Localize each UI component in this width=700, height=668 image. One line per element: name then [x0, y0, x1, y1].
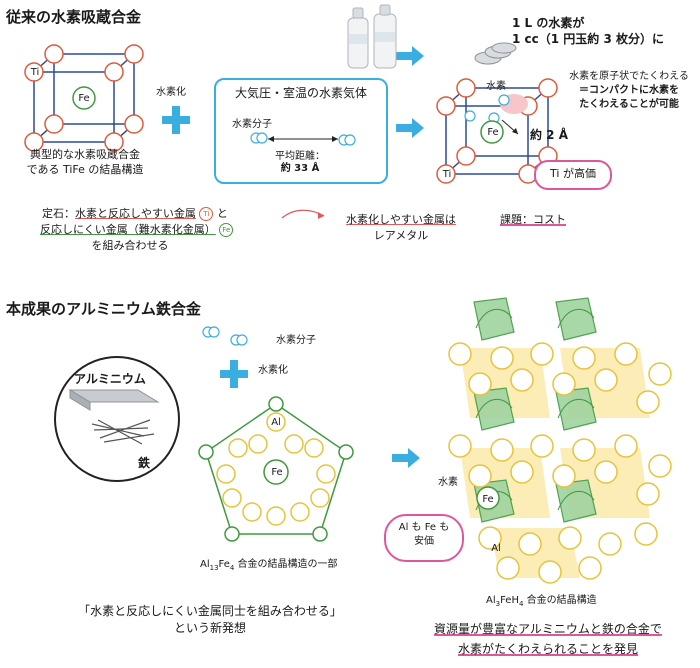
- cheap-bubble: [384, 514, 464, 562]
- al13fe4-pentagon-diagram: [198, 396, 354, 542]
- arrow-right-icon: [392, 448, 420, 468]
- rule-line-1: 定石：水素と反応しやすい金属 Ti と: [42, 206, 228, 221]
- idea-line-1: 「水素と反応しにくい金属同士を組み合わせる」: [78, 604, 342, 618]
- tife-caption-2: である TiFe の結晶構造: [26, 163, 144, 176]
- hydrogen-gas-box: [214, 78, 388, 184]
- ti-expensive-text: Ti が高価: [550, 167, 596, 180]
- compact-line-1: 水素を原子状でたくわえる: [569, 71, 689, 82]
- distance-2a: 約 2 Å: [530, 128, 568, 142]
- hydride-h-label: 水素: [486, 81, 506, 92]
- hydrogen-molecules-icon: [202, 326, 248, 346]
- tife-crystal-diagram: [24, 44, 144, 152]
- rule-noreact: 反応しにくい金属（難水素化金属）: [40, 223, 216, 236]
- hydride-fe-label: Fe: [487, 127, 499, 138]
- hydrogen-molecule-label: 水素分子: [276, 335, 316, 346]
- iron-label: 鉄: [138, 456, 151, 470]
- al3feh4-crystal-diagram: [448, 297, 672, 584]
- conclusion-line-1: 資源量が豊富なアルミニウムと鉄の合金で: [434, 622, 662, 636]
- pentagon-fe-label: Fe: [271, 467, 283, 478]
- al13fe4-caption: Al13Fe4 合金の結晶構造の一部: [200, 559, 338, 572]
- ti-expensive-bubble: [534, 160, 612, 190]
- rule-ti-badge: Ti: [199, 207, 214, 221]
- rule-line-2: 反応しにくい金属（難水素化金属） Fe: [40, 222, 234, 237]
- plus-icon: [162, 106, 190, 134]
- rule-react: 水素と反応しやすい金属: [75, 207, 196, 220]
- gas-box-title: 大気圧・室温の水素気体: [234, 86, 367, 100]
- rule-prefix: 定石：: [42, 207, 75, 220]
- materials-illustration: [54, 356, 180, 482]
- bottom-title: 本成果のアルミニウム鉄合金: [6, 300, 201, 318]
- gas-molecule-label: 水素分子: [232, 119, 272, 130]
- tife-ti-label: Ti: [30, 67, 40, 78]
- compact-line-3: たくわえることが可能: [579, 99, 679, 110]
- rule-combine: を組み合わせる: [91, 239, 169, 252]
- arrow-right-icon: [396, 118, 424, 138]
- rule-fe-badge: Fe: [219, 223, 234, 237]
- top-hydrogenation-label: 水素化: [156, 87, 186, 98]
- avg-distance-label: 平均距離：: [275, 151, 325, 162]
- pentagon-al-label: Al: [271, 417, 281, 428]
- water-bottles-icon: [347, 4, 397, 69]
- tife-caption-1: 典型的な水素吸蔵合金: [30, 148, 140, 161]
- rare-line-2: レアメタル: [373, 229, 429, 242]
- idea-line-2: という新発想: [173, 621, 246, 635]
- compact-line-2: ＝コンパクトに水素を: [579, 85, 679, 96]
- curved-arrow-icon: [281, 209, 325, 219]
- coins-icon: [474, 42, 517, 65]
- tife-hydride-diagram: [436, 78, 558, 184]
- right-h-label: 水素: [438, 477, 458, 488]
- tife-fe-label: Fe: [78, 93, 90, 104]
- arrow-right-icon: [396, 46, 424, 66]
- cheap-line-1: Al も Fe も: [398, 522, 450, 533]
- conclusion-line-2: 水素がたくわえられることを発見: [457, 642, 638, 656]
- liter-line-2: 1 cc（1 円玉約 3 枚分）に: [512, 32, 664, 46]
- rule-and: と: [216, 207, 228, 220]
- issue-cost: 課題：コスト: [500, 213, 566, 226]
- liter-line-1: 1 L の水素が: [512, 16, 585, 30]
- hydride-ti-label: Ti: [442, 169, 452, 180]
- al3feh4-caption: Al3FeH4 合金の結晶構造: [486, 595, 597, 608]
- bottom-hydrogenation-label: 水素化: [258, 365, 288, 376]
- top-title: 従来の水素吸蔵合金: [6, 8, 142, 26]
- plus-icon: [220, 360, 248, 388]
- avg-distance-value: 約 33 Å: [280, 163, 320, 174]
- aluminium-label: アルミニウム: [74, 372, 146, 386]
- right-fe-label: Fe: [482, 494, 494, 505]
- gas-distance-arrow: [250, 132, 356, 146]
- rare-line-1: 水素化しやすい金属は: [346, 213, 456, 226]
- foil-and-nails-icon: [68, 389, 160, 445]
- right-al-label: Al: [491, 543, 501, 554]
- cheap-line-2: 安価: [414, 536, 434, 547]
